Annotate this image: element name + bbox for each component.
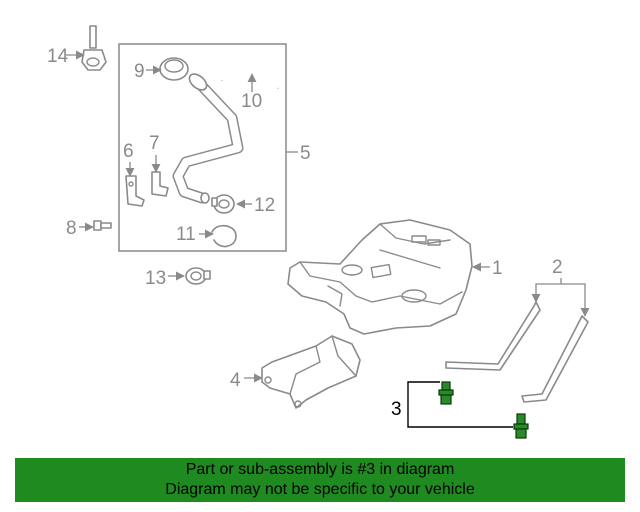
label-6: 6 [123,141,134,162]
part-13-clip[interactable] [185,267,211,285]
banner-line-2: Diagram may not be specific to your vehi… [165,481,475,498]
filler-neck-pipe [172,73,244,204]
part-8-bolt[interactable] [93,220,112,231]
label-13: 13 [145,268,166,289]
label-12: 12 [254,195,275,216]
label-2: 2 [552,257,563,278]
part-12-clamp[interactable] [211,194,235,214]
leader-2b [561,283,590,317]
label-7: 7 [149,133,160,154]
part-4-heat-shield[interactable] [261,335,361,409]
leader-3b [407,408,513,428]
part-9-grommet[interactable] [159,57,189,81]
parts-diagram: 14 5 9 10 6 7 12 [47,25,590,439]
part-11-hose[interactable] [211,224,237,248]
label-9: 9 [134,61,145,82]
label-1: 1 [492,258,503,279]
label-4: 4 [230,370,241,391]
label-14: 14 [47,46,69,67]
part-6-bracket[interactable] [125,175,145,207]
notice-banner: Part or sub-assembly is #3 in diagram Di… [15,458,625,502]
part-3-bolt-upper[interactable] [438,381,454,405]
label-11: 11 [176,224,196,245]
leader-2a [531,278,562,303]
part-14-valve[interactable] [81,25,107,71]
part-7-bracket[interactable] [151,171,169,197]
part-5-box [118,43,287,252]
part-10-vent-hose[interactable] [221,66,279,89]
label-3: 3 [391,399,402,420]
part-1-fuel-tank[interactable] [287,219,473,335]
label-10: 10 [241,91,262,112]
part-3-bolt-lower[interactable] [513,413,529,439]
leader-3a [407,381,440,408]
label-8: 8 [66,218,77,239]
part-2-straps[interactable] [445,301,589,403]
banner-line-1: Part or sub-assembly is #3 in diagram [185,461,455,478]
label-5: 5 [300,143,311,164]
